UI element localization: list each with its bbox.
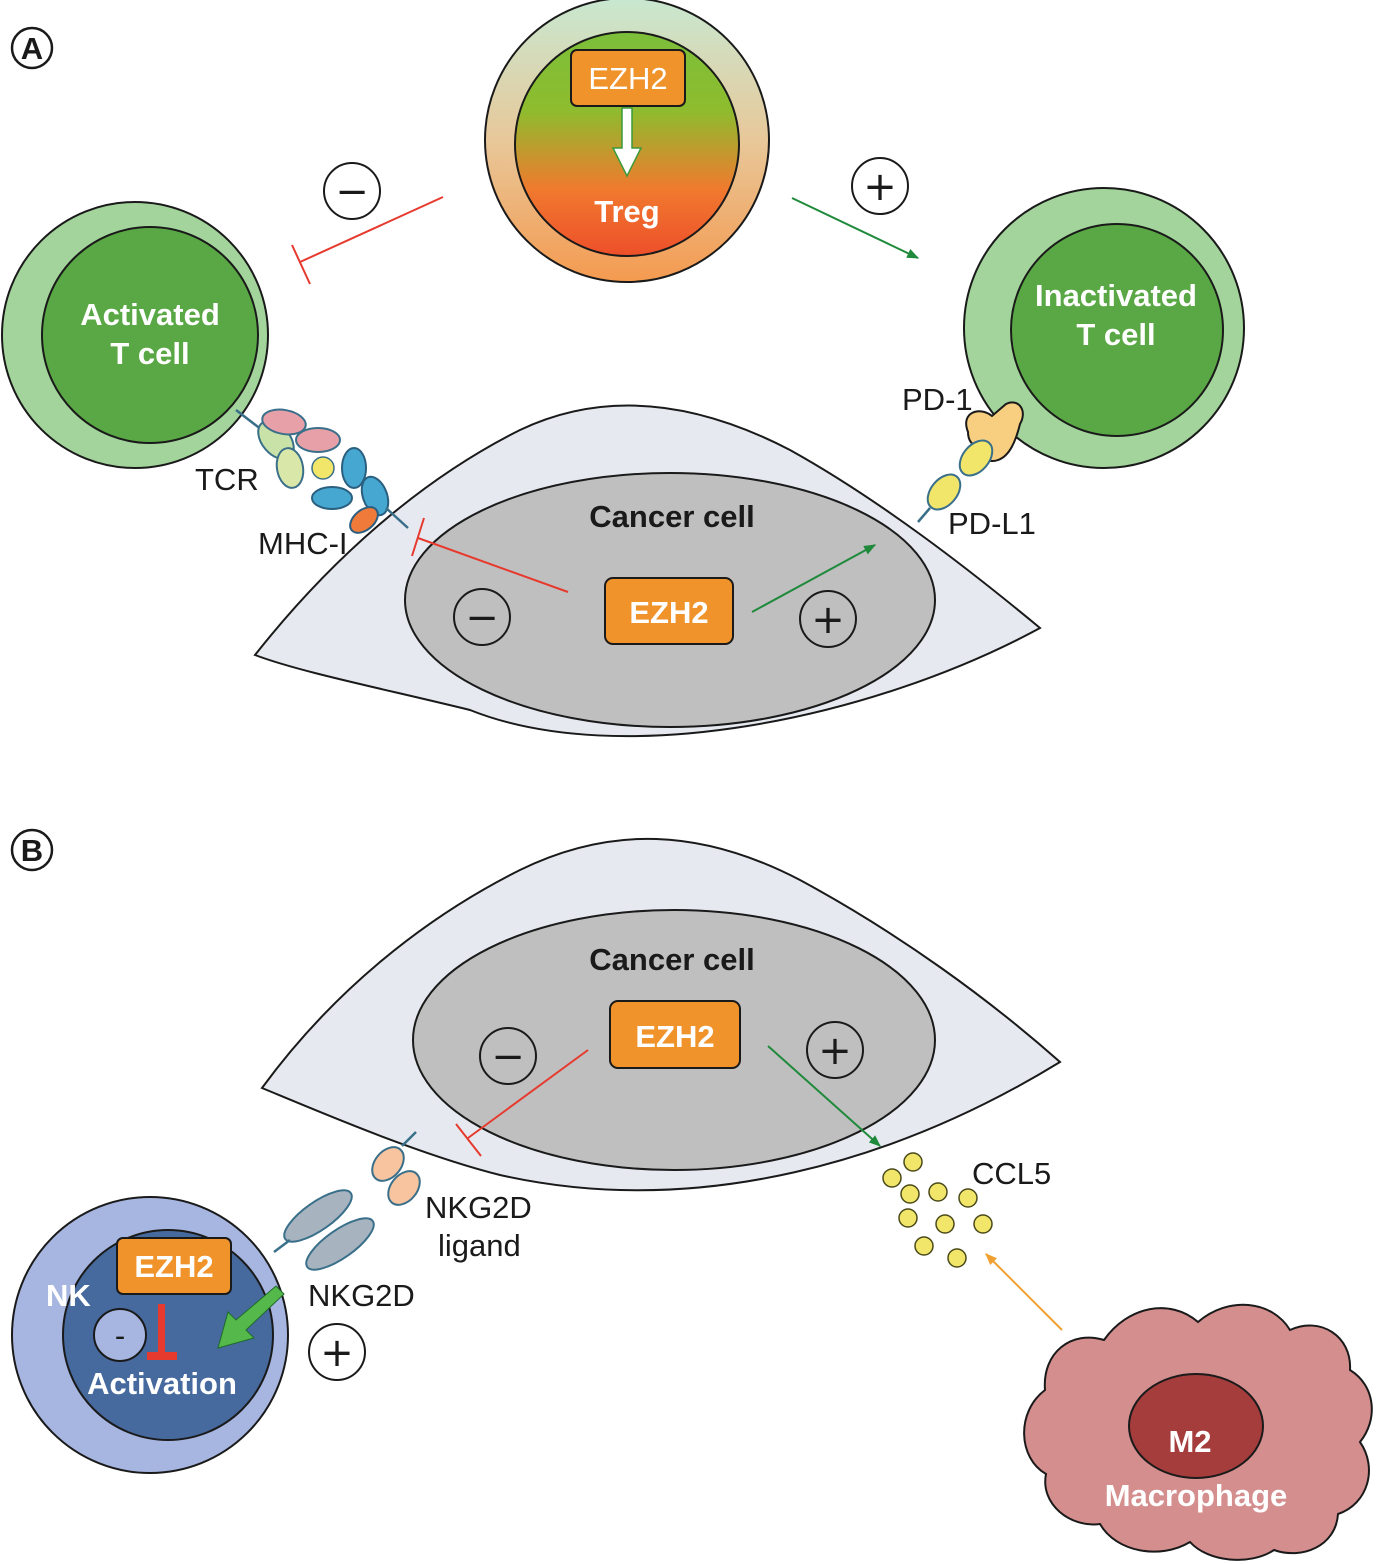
ccl5-particle	[935, 1214, 955, 1234]
cancer-cell-b-enzyme-box	[609, 1000, 741, 1069]
plus-sign-circle	[308, 1323, 366, 1381]
activation-arrow	[751, 544, 877, 613]
plus-sign: +	[863, 164, 897, 210]
cancer-cell-b-enzyme: EZH2	[635, 1019, 714, 1054]
treg-enzyme-box	[570, 49, 686, 107]
macrophage-label-line1: M2	[1168, 1424, 1211, 1459]
cancer-cell-a-enzyme: EZH2	[629, 595, 708, 630]
nk-inhibition-bar	[147, 1352, 177, 1360]
activated-t-cell-label-line2: T cell	[110, 336, 189, 371]
nk-inhibitor-sign: -	[115, 1318, 125, 1353]
nkg2d-receptor-domain	[305, 1217, 375, 1271]
inhibition-bar	[291, 244, 311, 285]
tcr-domain	[295, 427, 341, 453]
minus-sign-circle	[323, 162, 381, 220]
treg-label: Treg	[594, 194, 659, 229]
ccl5-particle	[958, 1188, 978, 1208]
activation-arrow	[791, 197, 920, 259]
activation-arrow	[767, 1045, 881, 1147]
nkg2d-receptor-domain	[283, 1189, 353, 1243]
panel-b-marker-circle	[10, 828, 54, 872]
secretion-arrow	[985, 1253, 1063, 1331]
pd1-label: PD-1	[902, 382, 973, 417]
nkg2d-ligand-domain	[387, 1170, 421, 1206]
ccl5-particles	[882, 1152, 993, 1268]
plus-sign-circle	[851, 157, 909, 215]
pdl1-label: PD-L1	[948, 506, 1036, 541]
tcr-stalk	[235, 409, 263, 431]
tcr-label: TCR	[195, 462, 259, 497]
panel-a-marker: A	[21, 31, 43, 66]
macrophage-label-line2: Macrophage	[1105, 1478, 1288, 1513]
panel-a-marker-circle	[10, 26, 54, 70]
plus-sign-circle	[806, 1021, 864, 1079]
ccl5-particle	[898, 1208, 918, 1228]
inhibition-bar	[455, 1123, 482, 1157]
peptide	[311, 456, 335, 480]
macrophage-nucleus	[1128, 1373, 1264, 1479]
ccl5-particle	[900, 1184, 920, 1204]
inactivated-t-cell-label-line2: T cell	[1076, 317, 1155, 352]
nk-inhibitor	[93, 1308, 147, 1362]
minus-sign: −	[465, 595, 499, 641]
nkg2d-ligand-label-line1: NKG2D	[425, 1190, 532, 1225]
ccl5-particle	[947, 1248, 967, 1268]
ccl5-particle	[903, 1152, 923, 1172]
activated-t-cell-inner	[41, 226, 259, 444]
minus-sign-circle	[479, 1027, 537, 1085]
pdl1-domain	[926, 473, 962, 511]
nkg2d-label: NKG2D	[308, 1278, 415, 1313]
inhibition-line	[467, 1049, 589, 1139]
nkg2d-ligand-label-line2: ligand	[438, 1228, 521, 1263]
nk-enzyme: EZH2	[134, 1249, 213, 1284]
plus-sign: +	[811, 597, 845, 643]
ccl5-particle	[973, 1214, 993, 1234]
cancer-cell-b-label: Cancer cell	[589, 942, 754, 977]
inhibition-line	[417, 537, 569, 593]
activation-arrow-icon	[217, 1285, 285, 1349]
inhibition-line	[299, 196, 444, 263]
inactivated-t-cell-label-line1: Inactivated	[1035, 278, 1197, 313]
minus-sign: −	[335, 169, 369, 215]
ccl5-label: CCL5	[972, 1156, 1051, 1191]
plus-sign: +	[320, 1330, 354, 1376]
down-arrow-icon	[611, 107, 643, 178]
ccl5-particle	[882, 1168, 902, 1188]
nkg2d-receptor-stalk	[273, 1239, 291, 1253]
activated-t-cell-label-line1: Activated	[80, 297, 220, 332]
tcr-domain	[275, 447, 305, 489]
nk-inhibition-stem	[158, 1304, 165, 1354]
ccl5-particle	[928, 1182, 948, 1202]
nk-label: NK	[46, 1278, 91, 1313]
plus-sign-circle	[799, 590, 857, 648]
cancer-cell-a-label: Cancer cell	[589, 499, 754, 534]
minus-sign: −	[491, 1034, 525, 1080]
inhibition-bar	[411, 517, 425, 557]
mhc-domain	[360, 475, 390, 517]
nkg2d-ligand-domain	[371, 1146, 405, 1182]
nk-activation-label: Activation	[87, 1366, 237, 1401]
mhc-domain	[341, 447, 367, 489]
panel-b: B Cancer cell EZH2 − + NKG2D ligand NKG2…	[10, 828, 1373, 1561]
plus-sign: +	[818, 1028, 852, 1074]
ccl5-particle	[914, 1236, 934, 1256]
mhc-stalk	[385, 507, 409, 529]
panel-b-marker: B	[21, 833, 43, 868]
pdl1-stalk	[917, 507, 931, 523]
mhc-domain	[349, 506, 379, 534]
mhc-label: MHC-I	[258, 526, 348, 561]
cancer-cell-a-enzyme-box	[604, 577, 734, 645]
tcr-domain	[261, 408, 307, 436]
inactivated-t-cell-inner	[1010, 223, 1224, 437]
panel-a: A Cancer cell EZH2 − + EZH2 Treg − +	[1, 0, 1245, 738]
tcr-mhc-complex	[235, 408, 409, 534]
treg-enzyme: EZH2	[588, 61, 667, 96]
nkg2d-ligand-stalk	[401, 1131, 417, 1147]
pdl1-domain	[958, 439, 994, 477]
nk-enzyme-box	[116, 1237, 232, 1295]
mhc-domain	[311, 486, 353, 510]
minus-sign-circle	[453, 588, 511, 646]
